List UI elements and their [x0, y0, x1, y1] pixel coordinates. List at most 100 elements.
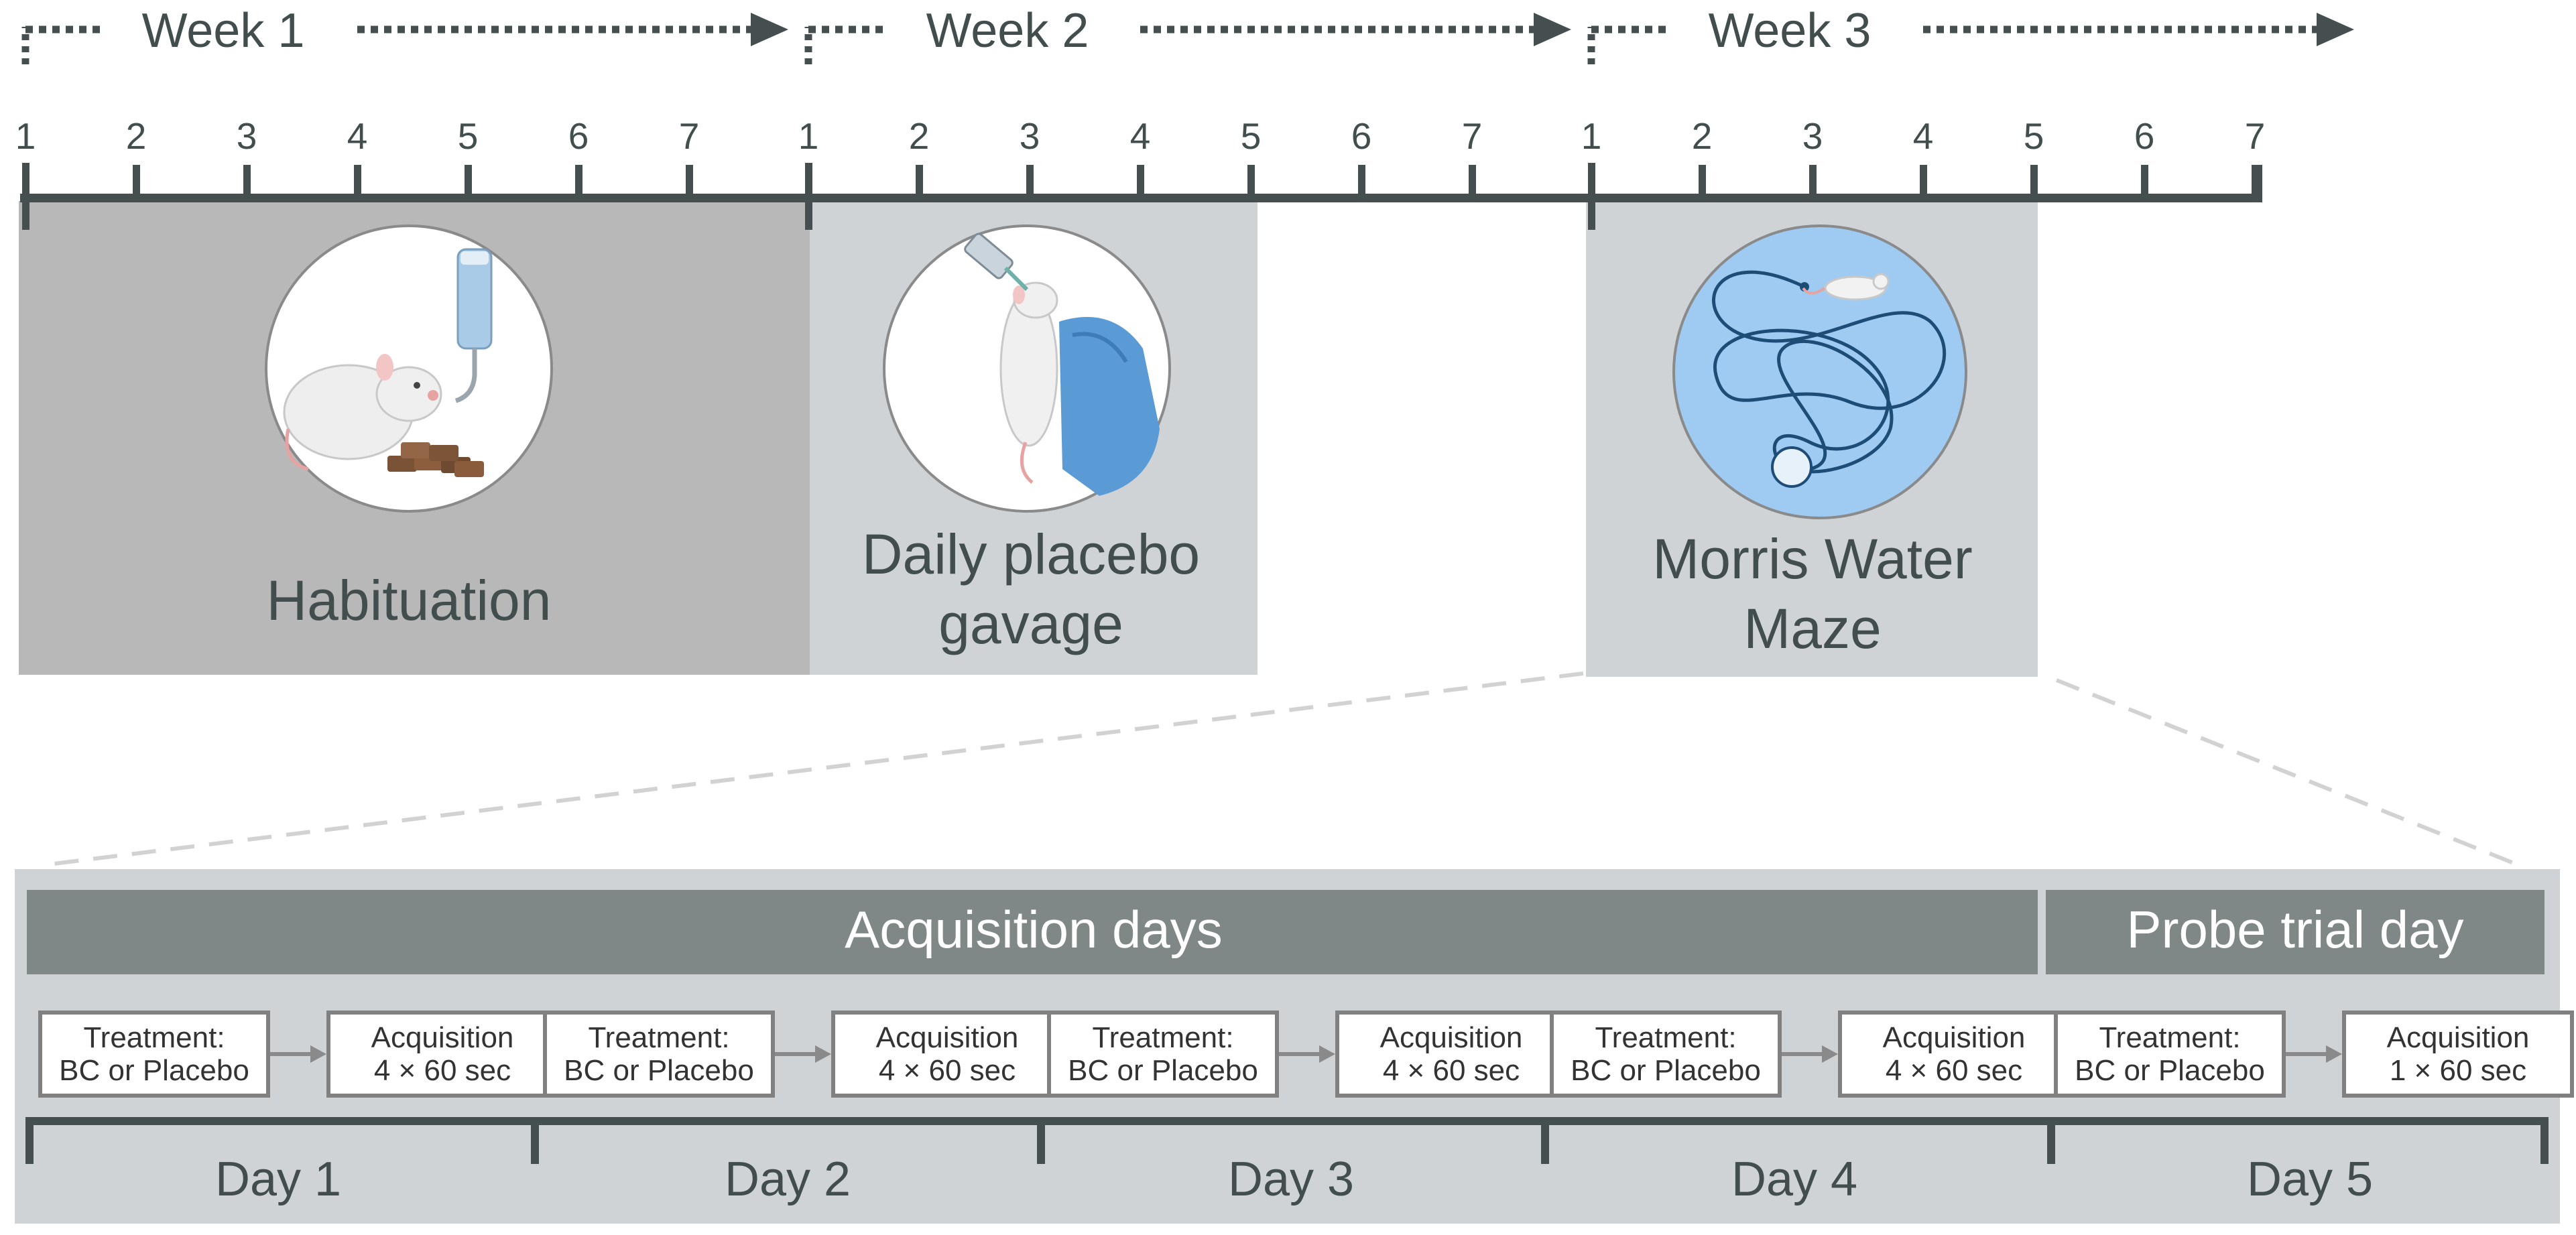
water-maze-swim-path-icon [1672, 224, 1967, 519]
day-tick [1247, 165, 1255, 196]
step-text: Acquisition [371, 1021, 514, 1054]
day-divider-tick [1541, 1117, 1549, 1164]
step-text: Acquisition [1379, 1021, 1523, 1054]
day-tick [2030, 165, 2038, 196]
treatment-step-box: Treatment:BC or Placebo [2054, 1011, 2286, 1098]
day-tick [1358, 165, 1365, 196]
tick-label: 3 [1020, 115, 1040, 157]
step-text: BC or Placebo [1571, 1054, 1761, 1087]
step-text: 1 × 60 sec [2389, 1054, 2527, 1087]
tick-label: 1 [798, 115, 819, 157]
step-text: Treatment: [83, 1021, 225, 1054]
day-divider-tick [2047, 1117, 2055, 1164]
week-label: Week 1 [142, 4, 305, 58]
tick-label: 2 [909, 115, 930, 157]
step-arrow-head-icon [2326, 1045, 2342, 1063]
tick-label: 4 [1913, 115, 1934, 157]
arrow-head-icon [1534, 13, 1571, 46]
arrow-head-icon [751, 13, 788, 46]
header-label: Acquisition days [845, 900, 1223, 959]
step-text: Acquisition [2386, 1021, 2530, 1054]
day-label: Day 3 [1228, 1153, 1354, 1206]
rat-with-food-and-water-icon [265, 224, 553, 513]
treatment-step-box: Treatment:BC or Placebo [1047, 1011, 1279, 1098]
tick-label: 5 [1241, 115, 1262, 157]
phase-label: Habituation [267, 569, 552, 632]
step-arrow-head-icon [1822, 1045, 1838, 1063]
treatment-step-box: Treatment:BC or Placebo [1550, 1011, 1782, 1098]
tick-label: 6 [568, 115, 589, 157]
step-text: Treatment: [1092, 1021, 1234, 1054]
tick-label: 5 [458, 115, 479, 157]
day-tick [916, 165, 923, 196]
zoom-line-right [2055, 678, 2522, 868]
day-tick [1469, 165, 1476, 196]
day-tick [1920, 165, 1927, 196]
tick-label: 4 [1130, 115, 1151, 157]
step-text: Acquisition [875, 1021, 1019, 1054]
phase-label: Maze [1743, 597, 1881, 660]
tick-label: 1 [1581, 115, 1602, 157]
tick-label: 3 [1802, 115, 1823, 157]
tick-label: 4 [347, 115, 368, 157]
day-tick [243, 165, 251, 196]
acquisition-days-header [27, 890, 2038, 974]
phase-label: Daily placebo [862, 523, 1200, 586]
tick-label: 7 [1462, 115, 1483, 157]
treatment-step-box: Treatment:BC or Placebo [38, 1011, 270, 1098]
step-text: Treatment: [1595, 1021, 1737, 1054]
week-start-tick [1588, 163, 1595, 230]
day-tick [575, 165, 582, 196]
rat-oral-gavage-icon [883, 224, 1171, 513]
day-tick [686, 165, 693, 196]
header-label: Probe trial day [2127, 900, 2464, 959]
day-tick [133, 165, 140, 196]
day-divider-tick [1037, 1117, 1045, 1164]
tick-label: 6 [1351, 115, 1372, 157]
step-arrow-head-icon [1319, 1045, 1335, 1063]
day-label: Day 2 [725, 1153, 851, 1206]
tick-label: 1 [15, 115, 36, 157]
day-divider-tick [2540, 1117, 2549, 1164]
step-text: 4 × 60 sec [878, 1054, 1016, 1087]
step-text: Acquisition [1882, 1021, 2026, 1054]
tick-label: 7 [679, 115, 700, 157]
step-text: Treatment: [2099, 1021, 2241, 1054]
treatment-step-box: Treatment:BC or Placebo [543, 1011, 775, 1098]
timeline-end-tick [2255, 165, 2262, 202]
tick-label: 2 [1692, 115, 1713, 157]
step-text: 4 × 60 sec [1382, 1054, 1520, 1087]
zoom-line-left [48, 671, 1584, 866]
tick-label: 2 [126, 115, 147, 157]
day-divider-tick [531, 1117, 539, 1164]
day-axis [25, 1117, 2549, 1125]
phase-label: gavage [938, 592, 1123, 655]
tick-label: 3 [237, 115, 257, 157]
step-text: Treatment: [588, 1021, 730, 1054]
day-tick [1809, 165, 1817, 196]
step-arrow-head-icon [815, 1045, 831, 1063]
day-label: Day 4 [1731, 1153, 1857, 1206]
step-text: BC or Placebo [564, 1054, 754, 1087]
day-tick [465, 165, 472, 196]
week-label: Week 3 [1709, 4, 1872, 58]
step-text: BC or Placebo [59, 1054, 249, 1087]
week-label: Week 2 [926, 4, 1089, 58]
tick-label: 5 [2024, 115, 2044, 157]
day-tick [1699, 165, 1706, 196]
arrow-head-icon [2317, 13, 2354, 46]
step-arrow-head-icon [310, 1045, 326, 1063]
tick-label: 6 [2134, 115, 2155, 157]
day-tick [354, 165, 361, 196]
probe-trial-day-header [2046, 890, 2544, 974]
step-text: BC or Placebo [1068, 1054, 1258, 1087]
day-tick [1137, 165, 1144, 196]
day-tick [2141, 165, 2148, 196]
step-text: 4 × 60 sec [373, 1054, 511, 1087]
phase-label: Morris Water [1652, 527, 1973, 590]
